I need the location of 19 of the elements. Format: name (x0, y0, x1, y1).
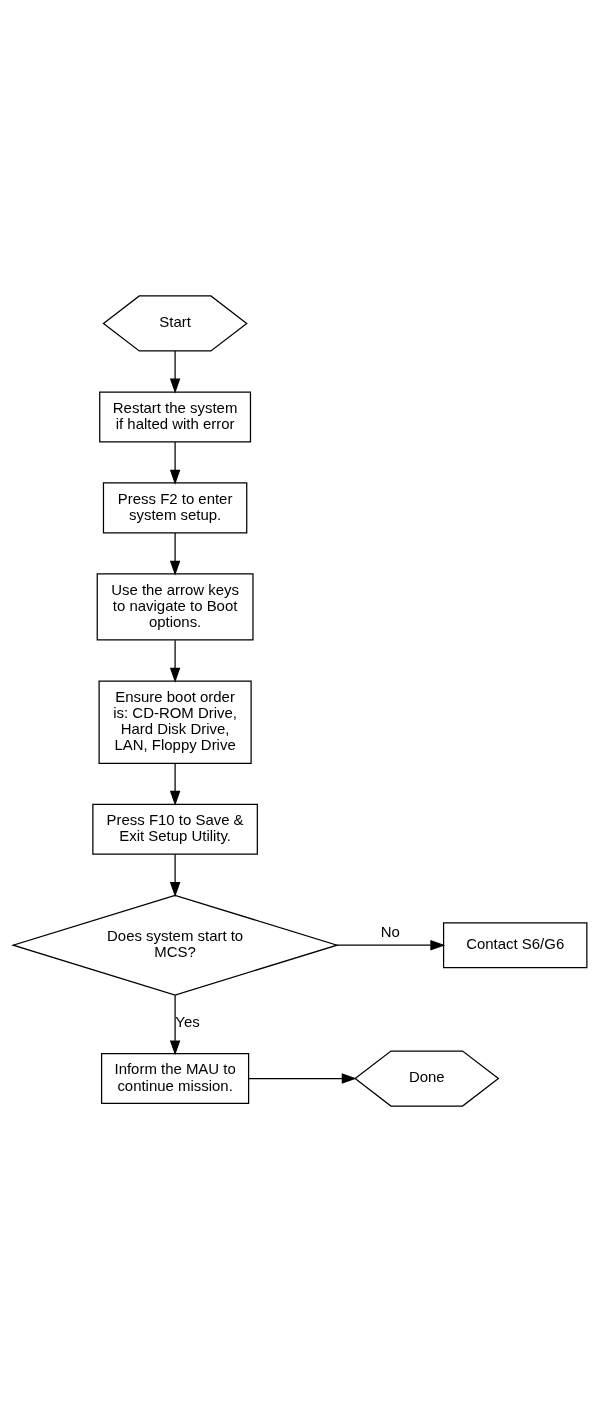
node-box: Press F2 to enter system setup. (102, 481, 248, 533)
edge-label: No (380, 922, 400, 940)
node-box: Contact S6/G6 (442, 921, 588, 968)
node-box: Use the arrow keys to navigate to Boot options. (96, 572, 254, 641)
arrow (169, 349, 181, 393)
arrow (169, 853, 181, 897)
arrow (336, 939, 446, 950)
arrow (169, 639, 181, 683)
arrow (169, 531, 181, 576)
arrow (169, 762, 181, 806)
node-diamond: Does system start to MCS? (11, 894, 340, 996)
node-box: Ensure boot order is: CD-ROM Drive, Hard Disk Drive, LAN, Floppy Drive (98, 679, 252, 764)
arrow (169, 994, 181, 1055)
node-box: Restart the system if halted with error (99, 390, 252, 442)
arrow (248, 1072, 357, 1084)
edge-label: Yes (175, 1012, 200, 1030)
node-box: Press F10 to Save & Exit Setup Utility. (92, 803, 258, 855)
arrow (169, 440, 181, 485)
node-box: Inform the MAU to continue mission. (100, 1052, 250, 1104)
